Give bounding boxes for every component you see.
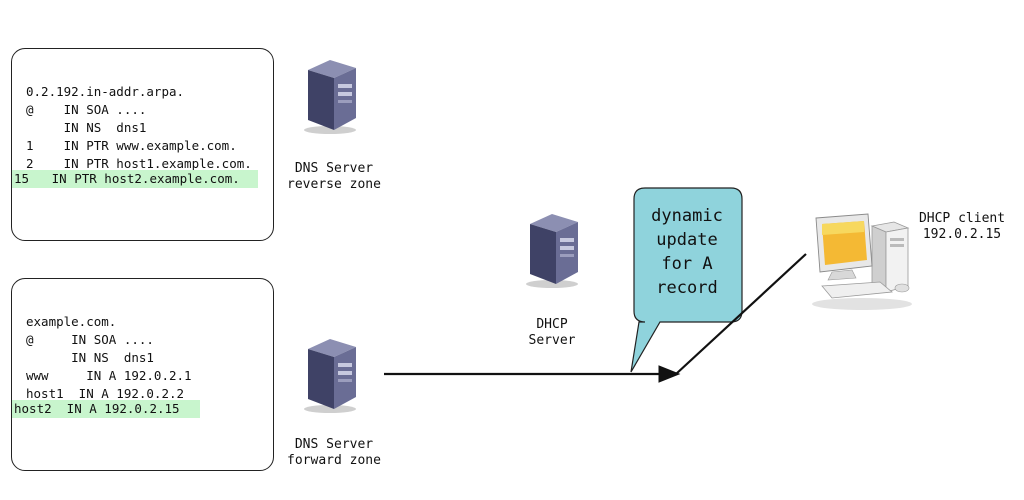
zone-line-highlighted: host2 IN A 192.0.2.15 — [12, 400, 200, 418]
forward-zone-file: example.com. @ IN SOA .... IN NS dns1 ww… — [11, 278, 274, 471]
dhcp-server-label: DHCP Server — [528, 317, 576, 348]
dns-server-reverse-icon — [304, 60, 356, 134]
zone-line: www IN A 192.0.2.1 — [26, 368, 192, 383]
zone-line: 1 IN PTR www.example.com. — [26, 138, 237, 153]
zone-line: 0.2.192.in-addr.arpa. — [26, 84, 185, 99]
zone-line: host1 IN A 192.0.2.2 — [26, 386, 185, 401]
dns-server-reverse-label: DNS Server reverse zone — [287, 161, 381, 192]
client-link-line — [675, 253, 807, 375]
callout-bubble — [630, 187, 743, 373]
callout-text: dynamic update for A record — [651, 206, 723, 298]
dns-server-forward-icon — [304, 339, 356, 413]
dhcp-client-computer-icon — [812, 213, 912, 310]
zone-line: IN NS dns1 — [26, 350, 154, 365]
zone-line: IN NS dns1 — [26, 120, 147, 135]
dhcp-client-label: DHCP client 192.0.2.15 — [918, 211, 1006, 242]
dns-server-forward-label: DNS Server forward zone — [287, 437, 381, 468]
reverse-zone-file: 0.2.192.in-addr.arpa. @ IN SOA .... IN N… — [11, 48, 274, 241]
zone-line: @ IN SOA .... — [26, 102, 147, 117]
zone-line: 2 IN PTR host1.example.com. — [26, 156, 252, 171]
zone-line-highlighted: 15 IN PTR host2.example.com. — [12, 170, 258, 188]
dhcp-server-icon — [526, 214, 578, 288]
zone-line: @ IN SOA .... — [26, 332, 154, 347]
zone-line: example.com. — [26, 314, 117, 329]
